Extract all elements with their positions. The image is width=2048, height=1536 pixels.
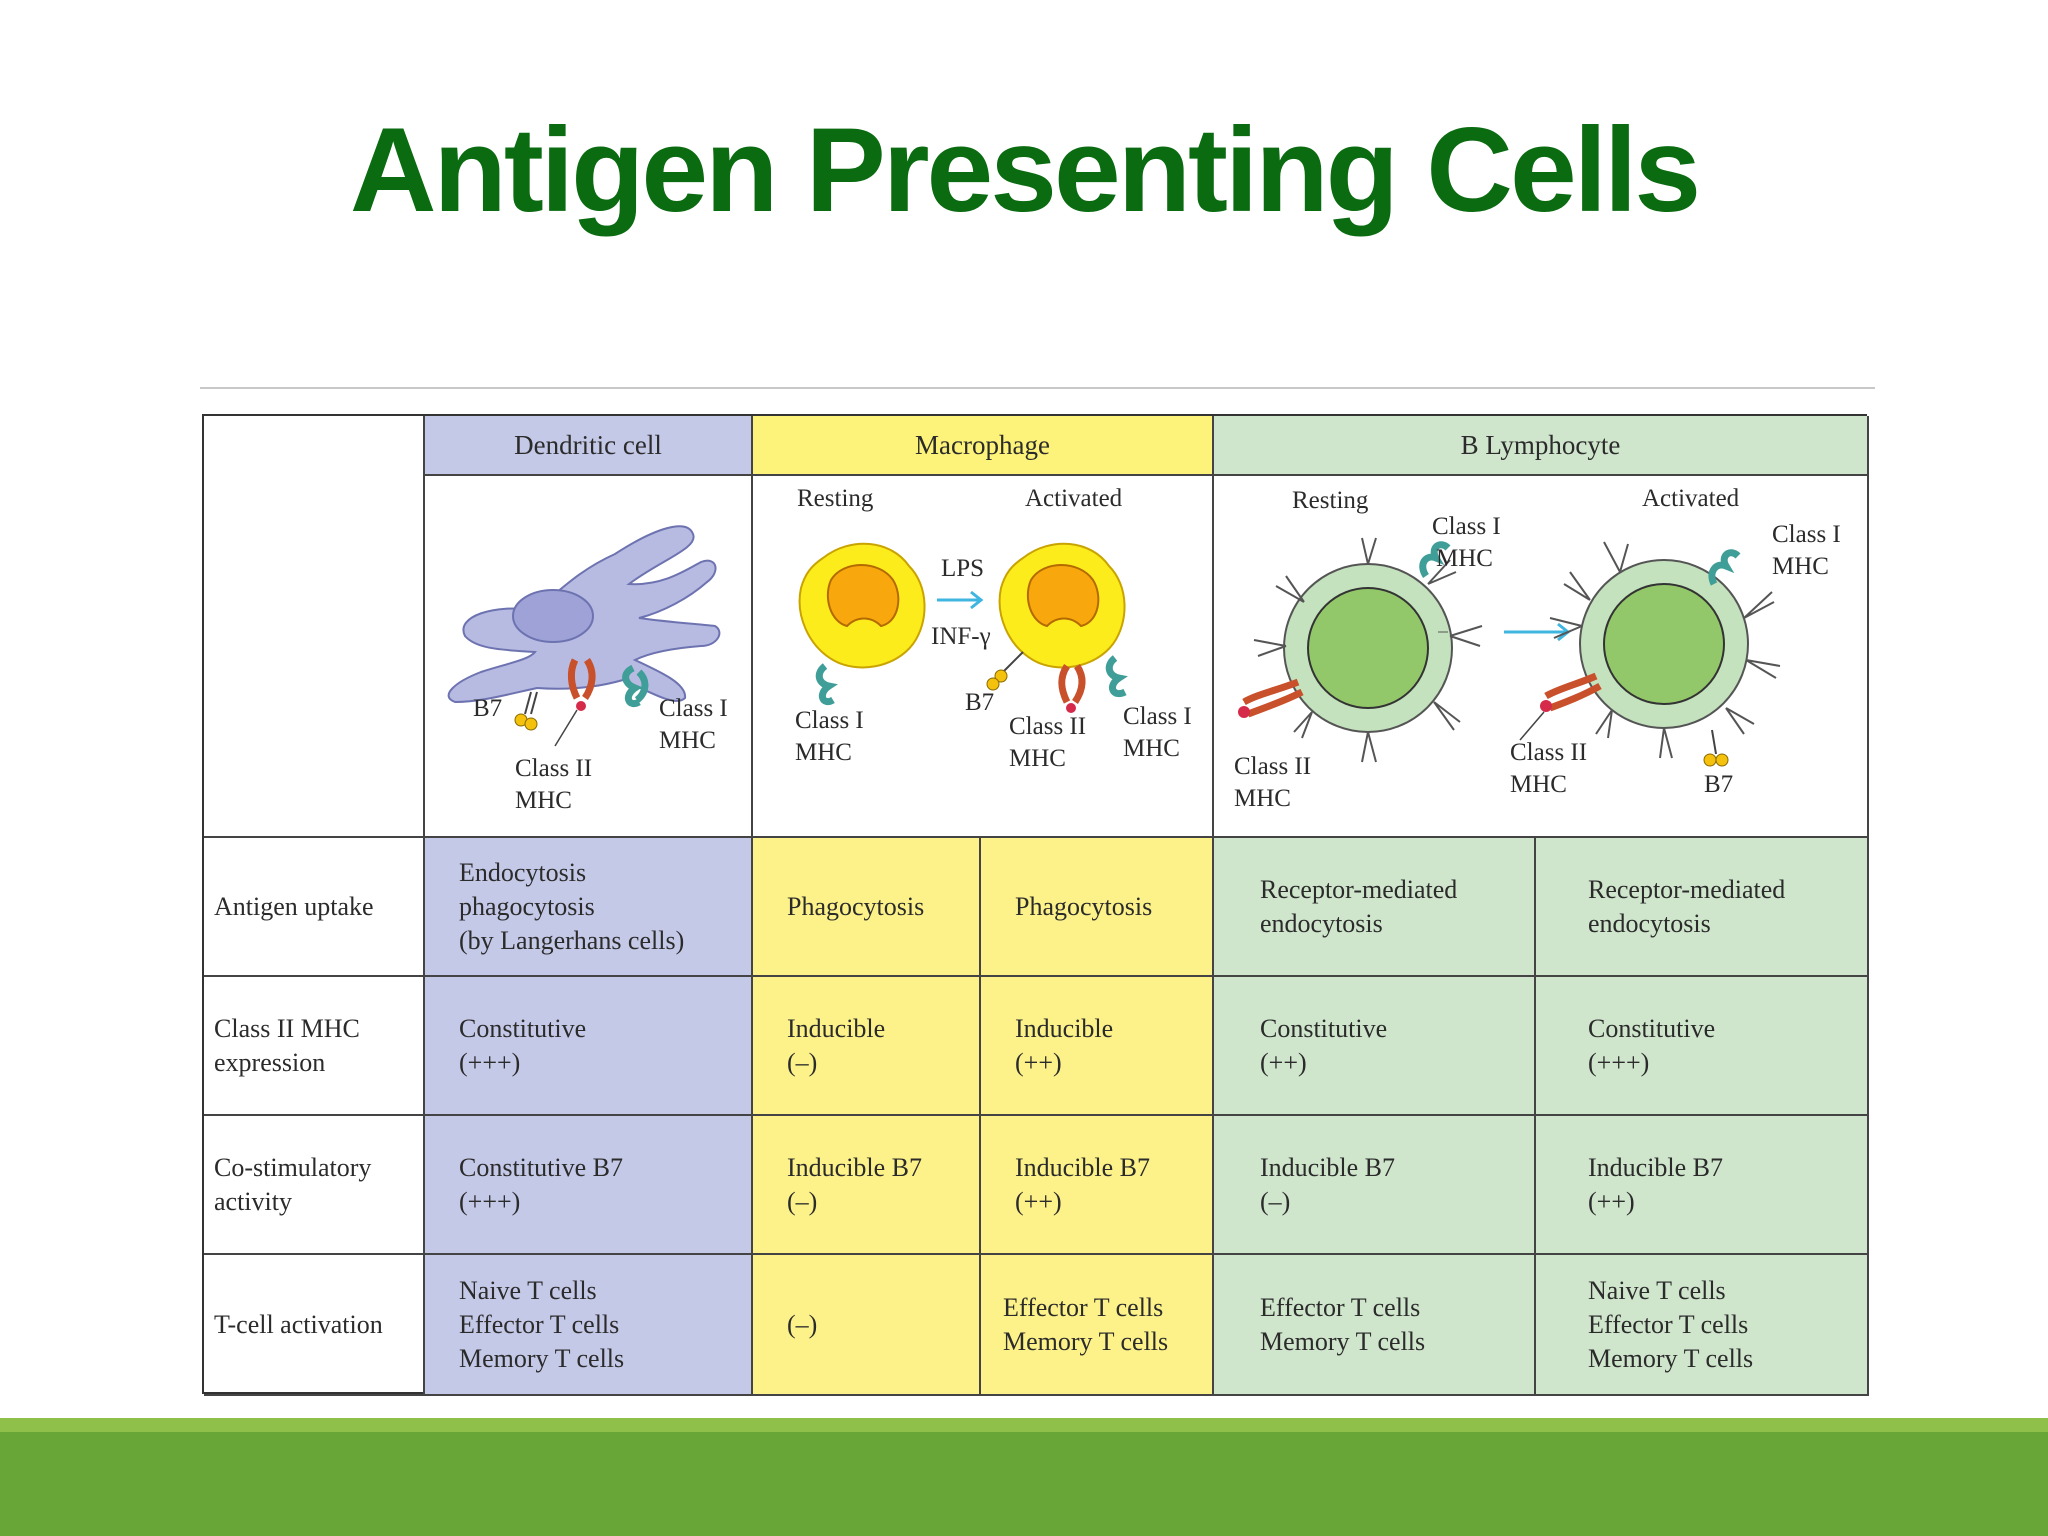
mac-class2-label: Class II	[1009, 713, 1086, 740]
table-cell: Naive T cells Effector T cells Memory T …	[425, 1255, 753, 1396]
footer-bar	[0, 1418, 2048, 1536]
table-cell: Receptor-mediated endocytosis	[1214, 838, 1536, 977]
dendritic-nucleus	[512, 589, 594, 643]
table-cell: Phagocytosis	[753, 838, 981, 977]
b-class2-activated-label: Class II	[1510, 739, 1587, 766]
apc-comparison-table: Dendritic cell Macrophage B Lymphocyte B…	[202, 414, 1869, 1396]
table-cell: Constitutive (+++)	[1536, 977, 1869, 1116]
b-class2-resting-label: Class II	[1234, 753, 1311, 780]
svg-text:MHC: MHC	[659, 727, 716, 754]
table-cell: Inducible B7 (++)	[981, 1116, 1214, 1255]
b-class1-resting-label: Class I	[1432, 513, 1501, 540]
b-b7-label: B7	[1704, 771, 1733, 798]
table-cell: Effector T cells Memory T cells	[981, 1255, 1214, 1396]
mac-class1-resting-label: Class I	[795, 707, 864, 734]
b-lymphocyte-illustration: Resting Activated Class I MHC Class II M…	[1214, 476, 1869, 838]
mac-inf-label: INF-γ	[931, 623, 991, 650]
table-cell: Effector T cells Memory T cells	[1214, 1255, 1536, 1396]
mac-activated-label: Activated	[1025, 485, 1123, 512]
header-dendritic-cell: Dendritic cell	[425, 416, 753, 476]
row-label-class-ii-mhc: Class II MHC expression	[204, 977, 425, 1116]
title-divider	[200, 387, 1875, 389]
svg-text:MHC: MHC	[795, 739, 852, 766]
svg-text:MHC: MHC	[515, 787, 572, 814]
table-cell: Inducible B7 (–)	[1214, 1116, 1536, 1255]
header-macrophage: Macrophage	[753, 416, 1214, 476]
table-cell: Inducible B7 (–)	[753, 1116, 981, 1255]
table-cell: Endocytosis phagocytosis (by Langerhans …	[425, 838, 753, 977]
dc-class2-label: Class II	[515, 755, 592, 782]
dc-class1-label: Class I	[659, 695, 728, 722]
table-cell: Naive T cells Effector T cells Memory T …	[1536, 1255, 1869, 1396]
mac-resting-label: Resting	[797, 485, 874, 512]
mac-lps-label: LPS	[941, 555, 984, 582]
svg-text:MHC: MHC	[1234, 785, 1291, 812]
header-b-lymphocyte: B Lymphocyte	[1214, 416, 1869, 476]
b-b7-molecule	[1703, 753, 1717, 767]
corner-cell	[204, 416, 425, 838]
table-cell: Constitutive (++)	[1214, 977, 1536, 1116]
row-label-t-cell-activation: T-cell activation	[204, 1255, 425, 1396]
table-cell: Inducible (–)	[753, 977, 981, 1116]
table-cell: Phagocytosis	[981, 838, 1214, 977]
mac-b7-label: B7	[965, 689, 994, 716]
svg-text:MHC: MHC	[1436, 545, 1493, 572]
table-cell: Inducible B7 (++)	[1536, 1116, 1869, 1255]
mac-class1-activated-label: Class I	[1123, 703, 1192, 730]
svg-text:MHC: MHC	[1772, 553, 1829, 580]
svg-text:MHC: MHC	[1123, 735, 1180, 762]
b-class2-resting	[1242, 678, 1304, 718]
b-activated-label: Activated	[1642, 485, 1740, 512]
footer-bar-accent	[0, 1418, 2048, 1432]
table-cell: Constitutive (+++)	[425, 977, 753, 1116]
table-cell: Receptor-mediated endocytosis	[1536, 838, 1869, 977]
row-label-co-stimulatory: Co-stimulatory activity	[204, 1116, 425, 1255]
b-resting-label: Resting	[1292, 487, 1369, 514]
dc-b7-label: B7	[473, 695, 502, 722]
slide-title: Antigen Presenting Cells	[349, 103, 1701, 237]
row-label-antigen-uptake: Antigen uptake	[204, 838, 425, 977]
table-cell: Inducible (++)	[981, 977, 1214, 1116]
b-class1-activated-label: Class I	[1772, 521, 1841, 548]
dc-class2-mhc	[567, 658, 596, 700]
dc-class1-mhc	[622, 664, 649, 707]
dendritic-cell-illustration: B7 Class I MHC Class II MHC	[425, 476, 753, 838]
svg-text:MHC: MHC	[1009, 745, 1066, 772]
svg-text:MHC: MHC	[1510, 771, 1567, 798]
macrophage-illustration: Resting Activated LPS INF-γ Class I MHC …	[753, 476, 1214, 838]
table-cell: Constitutive B7 (+++)	[425, 1116, 753, 1255]
table-cell: (–)	[753, 1255, 981, 1396]
